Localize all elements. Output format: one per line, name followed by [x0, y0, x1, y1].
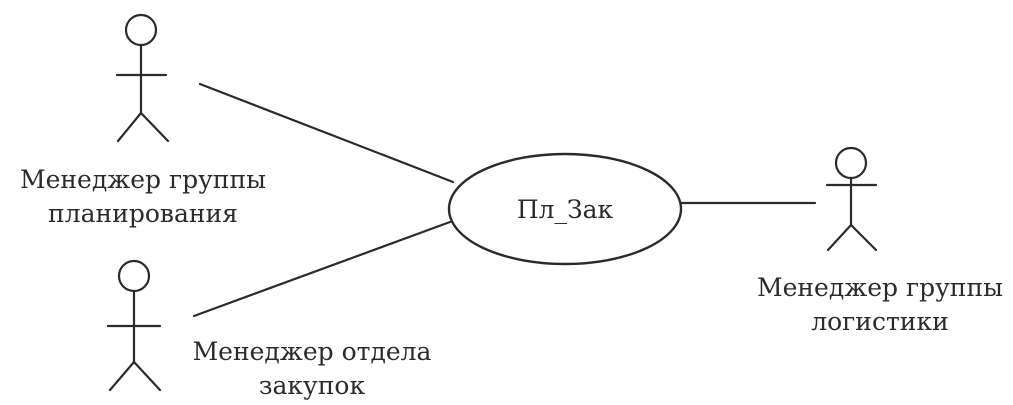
actor-label-line-2: логистики	[811, 307, 948, 336]
actor-figure-icon	[106, 259, 162, 392]
association-purchasing	[192, 220, 452, 318]
actor-label-line-1: Менеджер группы	[20, 165, 266, 194]
actor-label-line-1: Менеджер группы	[757, 273, 1003, 302]
actor-figure-icon	[825, 146, 878, 252]
use-case-label: Пл_Зак	[517, 195, 614, 224]
use-case-ellipse	[447, 152, 683, 266]
use-case[interactable]: Пл_Зак	[447, 152, 683, 266]
actor-logistics[interactable]: Менеджер группы логистики	[757, 146, 1003, 336]
actor-planning[interactable]: Менеджер группы планирования	[20, 13, 266, 228]
actor-figure-icon	[115, 13, 170, 143]
actor-label-line-1: Менеджер отдела	[193, 337, 432, 366]
actor-label-line-2: планирования	[48, 199, 238, 228]
association-planning	[198, 82, 455, 184]
actor-label-line-2: закупок	[259, 371, 366, 400]
actor-purchasing[interactable]: Менеджер отдела закупок	[106, 259, 432, 400]
